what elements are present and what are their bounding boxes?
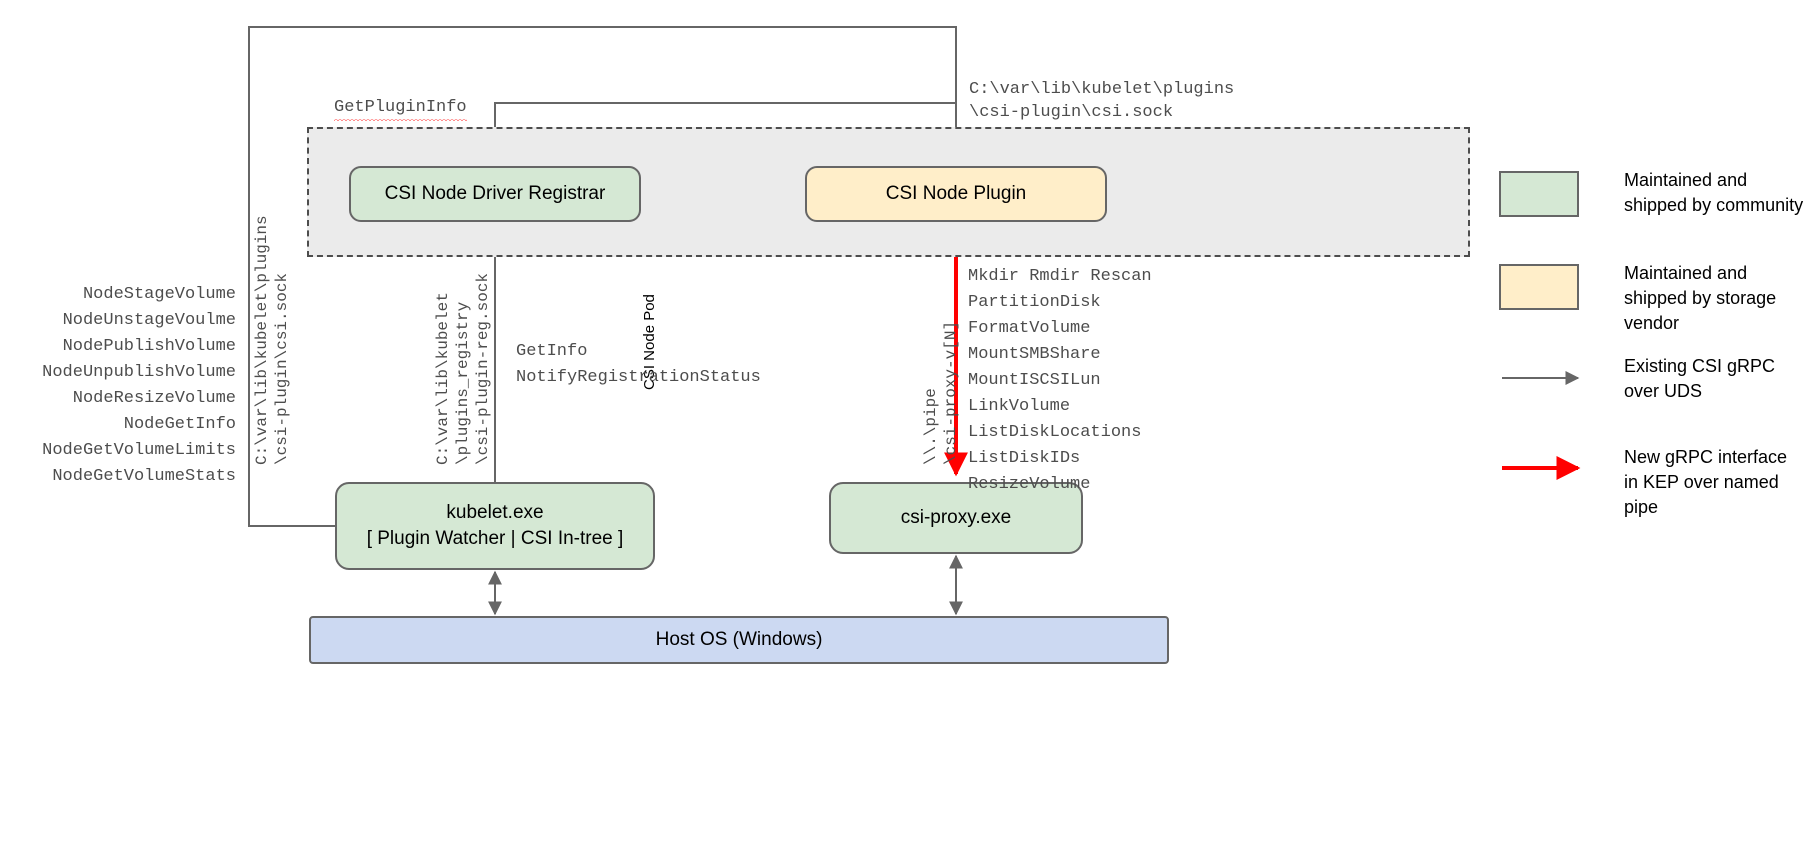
label-get-plugin-info-text: GetPluginInfo bbox=[334, 98, 467, 117]
box-csi-node-driver-registrar[interactable]: CSI Node Driver Registrar bbox=[349, 166, 641, 222]
box-kubelet-exe-title: kubelet.exe bbox=[446, 502, 544, 523]
label-named-pipe-path-vertical: \\.\pipe \csi-proxy-v[N] bbox=[922, 320, 960, 465]
node-service-op-item: NodeGetVolumeStats bbox=[52, 467, 236, 486]
csi-proxy-op-item: Mkdir Rmdir Rescan bbox=[968, 267, 1152, 286]
node-service-op-item: NodeGetVolumeLimits bbox=[42, 441, 236, 460]
node-service-op-item: NodeResizeVolume bbox=[72, 389, 236, 408]
box-csi-proxy-exe[interactable]: csi-proxy.exe bbox=[829, 482, 1083, 554]
csi-proxy-op-item: ResizeVolume bbox=[968, 475, 1091, 494]
node-service-op-item: NodeStageVolume bbox=[82, 285, 236, 304]
box-csi-proxy-exe-label: csi-proxy.exe bbox=[900, 507, 1012, 528]
csi-proxy-op-item: ListDiskIDs bbox=[968, 449, 1081, 468]
box-kubelet-exe[interactable]: kubelet.exe [ Plugin Watcher | CSI In-tr… bbox=[335, 482, 655, 570]
node-service-op-item: NodeUnstageVoulme bbox=[62, 311, 236, 330]
legend-swatch-vendor bbox=[1499, 264, 1579, 310]
csi-proxy-op-item: LinkVolume bbox=[968, 397, 1071, 416]
csi-proxy-op-item: MountSMBShare bbox=[968, 345, 1101, 364]
label-csi-sock-path-vertical: C:\var\lib\kubelet\plugins \csi-plugin\c… bbox=[253, 215, 291, 465]
legend-label-existing-uds: Existing CSI gRPC over UDS bbox=[1624, 356, 1776, 401]
legend-swatch-community bbox=[1499, 171, 1579, 217]
legend-label-vendor: Maintained and shipped by storage vendor bbox=[1624, 263, 1777, 333]
legend-label-new-kep: New gRPC interface in KEP over named pip… bbox=[1624, 447, 1788, 517]
label-plugin-socket-path: C:\var\lib\kubelet\plugins \csi-plugin\c… bbox=[969, 80, 1235, 122]
label-plugin-reg-sock-path-vertical: C:\var\lib\kubelet \plugins_registry \cs… bbox=[434, 272, 492, 465]
csi-proxy-op-item: FormatVolume bbox=[968, 319, 1091, 338]
box-host-os-label: Host OS (Windows) bbox=[655, 629, 823, 650]
spellcheck-squiggle-underline bbox=[334, 118, 467, 123]
node-service-op-item: NodeGetInfo bbox=[123, 415, 236, 434]
box-csi-node-plugin-label: CSI Node Plugin bbox=[885, 183, 1027, 204]
label-registration-calls: GetInfo NotifyRegistrationStatus bbox=[516, 342, 761, 387]
csi-proxy-op-item: PartitionDisk bbox=[968, 293, 1101, 312]
legend-label-community: Maintained and shipped by community bbox=[1624, 170, 1804, 215]
box-host-os[interactable]: Host OS (Windows) bbox=[309, 616, 1169, 664]
node-service-op-item: NodePublishVolume bbox=[62, 337, 236, 356]
csi-proxy-op-item: ListDiskLocations bbox=[968, 423, 1142, 442]
node-service-op-item: NodeUnpublishVolume bbox=[42, 363, 236, 382]
edge-kubelet-to-node-plugin bbox=[248, 26, 963, 527]
csi-proxy-op-item: MountISCSILun bbox=[968, 371, 1101, 390]
box-csi-node-plugin[interactable]: CSI Node Plugin bbox=[805, 166, 1107, 222]
label-get-plugin-info: GetPluginInfo bbox=[334, 98, 467, 123]
box-kubelet-exe-subtitle: [ Plugin Watcher | CSI In-tree ] bbox=[366, 528, 624, 549]
box-csi-node-driver-registrar-label: CSI Node Driver Registrar bbox=[384, 183, 606, 204]
